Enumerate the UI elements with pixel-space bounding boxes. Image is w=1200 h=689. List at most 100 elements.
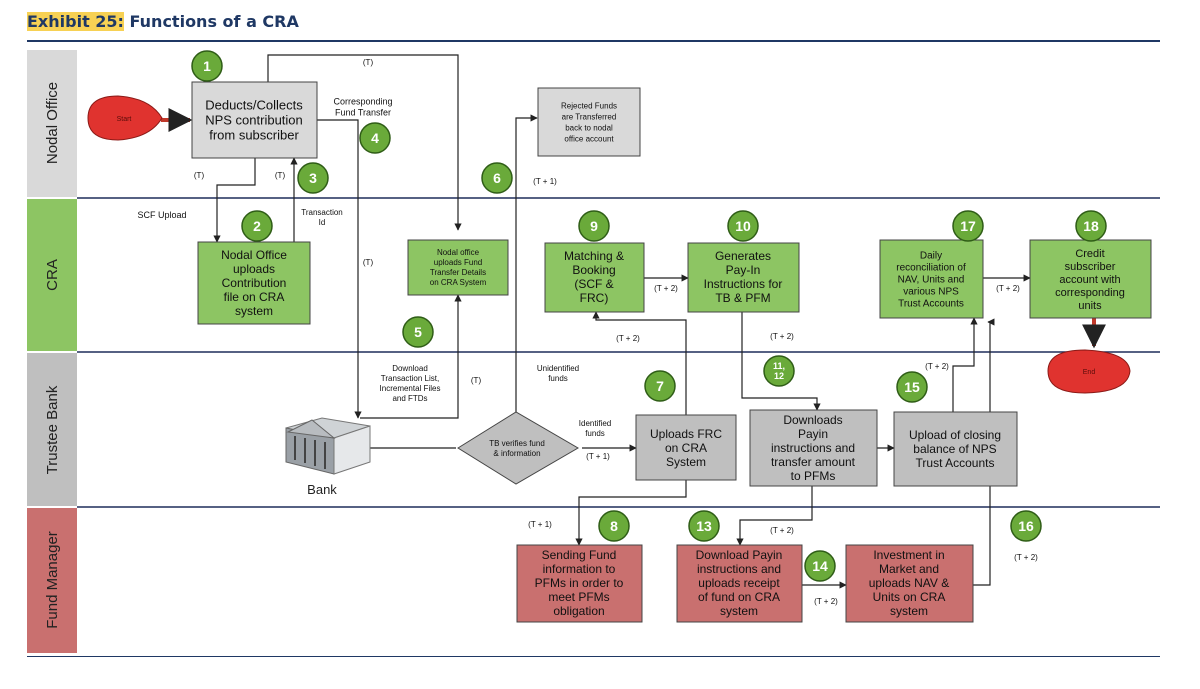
step-circle-11 [763,355,795,387]
bottom-rule [27,656,1160,657]
step-number-15: 16 [1018,518,1034,534]
annotation-t-ident: (T + 1) [586,452,610,461]
step-number-4: 4 [371,130,379,146]
step-number-5: 5 [414,324,422,340]
box-investment [845,544,974,623]
lane-cra-label: CRA [44,259,61,291]
step-circle-17 [1075,210,1107,242]
step-number-10: 10 [735,218,751,234]
step-number-9: 9 [590,218,598,234]
end-terminal [1047,349,1131,394]
annotation-t-top: (T) [363,58,374,67]
box-credit-subscriber [1029,239,1152,319]
step-circles: 1 2 3 4 5 6 7 8 9 10 11,12 13 14 15 16 17 18 [191,50,1107,582]
step-number-6: 6 [493,170,501,186]
bank-icon [285,417,371,475]
annotation-t5: (T) [471,376,482,385]
end-label: End [1083,369,1096,376]
step-number-2: 2 [253,218,261,234]
step-number-11: 11,12 [773,361,785,381]
connectors [161,54,1106,589]
step-number-8: 8 [610,518,618,534]
step-circle-7 [644,370,676,402]
lane-fund-label-box [27,508,77,653]
box-uploads-frc [635,414,737,481]
step-number-17: 18 [1083,218,1099,234]
step-circle-3 [297,162,329,194]
box-text-b9: Matching &Booking(SCF &FRC) [564,249,624,305]
box-nodal-uploads [197,241,311,325]
start-label: Start [117,116,132,123]
step-number-16: 17 [960,218,976,234]
exhibit-title-text: Functions of a CRA [129,12,299,31]
step-circle-9 [578,210,610,242]
step-number-14: 15 [904,379,920,395]
box-download-payin-fm [676,544,803,623]
step-circle-15 [1010,510,1042,542]
step-circle-4 [359,122,391,154]
step-number-12: 13 [696,518,712,534]
step-number-1: 1 [203,58,211,74]
step-circle-1 [191,50,223,82]
box-daily-reconciliation [879,239,984,319]
annotation-t15: (T + 2) [925,362,949,371]
lane-labels: Nodal Office CRA Trustee Bank Fund Manag… [27,50,77,653]
decision-text: TB verifies fund& information [489,439,545,458]
annotation-t-17-18: (T + 2) [996,284,1020,293]
step-number-7: 7 [656,378,664,394]
annotation-t8: (T + 1) [528,520,552,529]
decision-tb-verifies [457,411,579,485]
box-deducts-collects [191,81,318,159]
annotation-t6: (T + 1) [533,177,557,186]
step-circle-2 [241,210,273,242]
step-circle-8 [598,510,630,542]
lane-separators [77,197,1160,508]
step-circle-10 [727,210,759,242]
annotation-t13: (T + 2) [770,526,794,535]
annotation-t-10below: (T + 2) [770,332,794,341]
start-terminal [87,95,163,141]
process-boxes [191,81,1152,623]
annotation-t16: (T + 2) [1014,553,1038,562]
lane-nodal-label-box [27,50,77,197]
step-number-3: 3 [309,170,317,186]
bank-label: Bank [307,482,337,497]
annotation-t9-10: (T + 2) [654,284,678,293]
step-circle-14 [896,371,928,403]
step-circle-12 [688,510,720,542]
box-ftd-upload [407,239,509,296]
annotation-t-left2: (T) [275,171,286,180]
box-generates-payin [687,242,800,313]
exhibit-title: Exhibit 25: Functions of a CRA [27,12,299,31]
lane-bank-label-box [27,353,77,506]
box-upload-closing [893,411,1018,487]
annotation-t-left1: (T) [194,171,205,180]
step-circle-13 [804,550,836,582]
title-rule [27,40,1160,42]
annotation-t14: (T + 2) [814,597,838,606]
lane-bank-label: Trustee Bank [44,385,61,474]
annotation-t-mid: (T) [363,258,374,267]
step-number-13: 14 [812,558,828,574]
step-circle-6 [481,162,513,194]
lane-cra-label-box [27,199,77,351]
